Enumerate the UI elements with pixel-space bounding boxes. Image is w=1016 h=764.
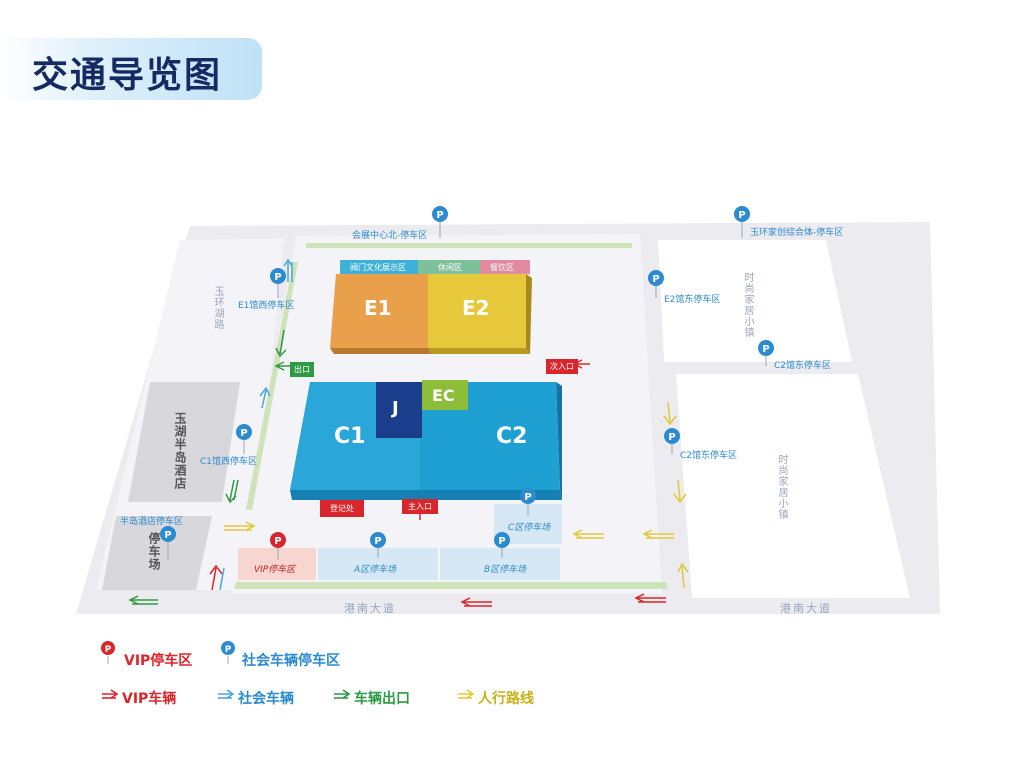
legend-public-vehicle-label: 社会车辆 (238, 691, 294, 707)
parking-e2-east-label: E2馆东停车区 (664, 295, 721, 305)
pin-c-zone: P (520, 488, 536, 516)
svg-text:P: P (738, 210, 745, 221)
svg-text:P: P (762, 344, 769, 355)
svg-text:P: P (498, 536, 505, 547)
legend-public-pin: P (221, 641, 235, 664)
svg-text:P: P (240, 428, 247, 439)
hotel-plot (128, 382, 240, 502)
vip-vehicle-arrows (415, 359, 666, 607)
parking-hotel-label: 半岛酒店停车区 (120, 517, 184, 527)
culture-strip (340, 260, 418, 274)
svg-text:P: P (668, 432, 675, 443)
green-strip-west (246, 262, 298, 510)
fashion-town-south-label: 时尚家居小镇 (776, 454, 787, 520)
b-lot (440, 548, 560, 580)
legend-public-arrow (218, 689, 235, 699)
hall-e1-label: E1 (364, 296, 392, 320)
page-title: 交通导览图 (32, 55, 223, 96)
pin-e1-west: P (270, 268, 286, 298)
e2-block (428, 274, 526, 348)
hall-e2-label: E2 (462, 296, 490, 320)
hotel-parking-lot-label: 停车场 (147, 532, 161, 571)
pin-c1-west: P (236, 424, 252, 454)
parking-e1-west-label: E1馆西停车区 (238, 301, 295, 311)
svg-text:P: P (274, 272, 281, 283)
plot-southeast (676, 374, 910, 598)
parking-b-zone-label: B区停车场 (484, 565, 527, 575)
parking-c1-west-label: C1馆西停车区 (200, 457, 258, 467)
parking-vip-label: VIP停车区 (254, 565, 296, 575)
e2-side (428, 348, 530, 354)
pin-hotel: P (160, 526, 176, 560)
ec-block (422, 380, 468, 410)
rest-zone-label: 休闲区 (438, 263, 462, 272)
title-banner (0, 38, 262, 100)
hall-c1-label: C1 (334, 424, 366, 449)
legend-vehicle-exit-label: 车辆出口 (354, 691, 410, 707)
dining-zone-label: 餐饮区 (490, 263, 514, 272)
hall-c2-label: C2 (496, 424, 528, 449)
svg-text:P: P (524, 492, 531, 503)
pin-north: P (432, 206, 448, 238)
legend-pedestrian-arrow (458, 689, 475, 699)
dining-strip (480, 260, 530, 274)
svg-text:P: P (436, 210, 443, 221)
legend-public-parking-label: 社会车辆停车区 (242, 653, 340, 669)
parking-a-zone-label: A区停车场 (354, 565, 397, 575)
svg-text:P: P (274, 536, 281, 547)
svg-text:P: P (164, 530, 171, 541)
hall-j-label: J (392, 398, 399, 419)
exit-arrows (128, 329, 290, 605)
c-block-right (556, 382, 562, 500)
e1-side (330, 348, 432, 354)
pin-b-zone: P (494, 532, 510, 558)
legend-pedestrian-label: 人行路线 (478, 691, 534, 707)
parking-c-zone-label: C区停车场 (508, 523, 551, 533)
plot-northeast (658, 240, 852, 362)
pin-c2-east: P (664, 428, 680, 454)
second-entrance-tag: 次入口 (546, 359, 578, 374)
hall-ec-label: EC (432, 386, 455, 405)
j-block (376, 382, 422, 438)
pin-a-zone: P (370, 532, 386, 558)
svg-text:P: P (225, 645, 232, 655)
pin-e2-east: P (648, 270, 664, 298)
parking-yuhuan-label: 玉环家创综合体-停车区 (750, 228, 844, 238)
e1-block (330, 274, 428, 348)
main-entrance-tag: 主入口 (402, 499, 438, 514)
pedestrian-arrows (224, 401, 689, 589)
fashion-town-north-label: 时尚家居小镇 (742, 272, 753, 338)
vip-lot (238, 548, 316, 580)
hotel-parking-plot (102, 516, 212, 590)
e-right-side (526, 274, 532, 354)
green-strip-north (306, 243, 632, 248)
legend-vip-arrow (102, 689, 119, 699)
pin-vip: P (270, 532, 286, 560)
svg-text:P: P (105, 645, 112, 655)
svg-text:P: P (374, 536, 381, 547)
parking-c2-east-north-label: C2馆东停车区 (774, 361, 832, 371)
legend-vip-pin: P (101, 641, 115, 664)
hotel-label: 玉湖半岛酒店 (173, 412, 187, 490)
green-strip-south (234, 582, 668, 589)
gangnan-road-west-label: 港南大道 (344, 602, 396, 615)
gangnan-road-east-label: 港南大道 (780, 602, 832, 615)
svg-text:P: P (652, 274, 659, 285)
exit-tag: 出口 (290, 362, 314, 377)
pin-yuhuan: P (734, 206, 750, 238)
legend-exit-arrow (334, 689, 351, 699)
parking-north-label: 会展中心北-停车区 (352, 231, 428, 241)
register-tag: 登记处 (320, 500, 364, 517)
yuhu-road-label: 玉环湖路 (212, 286, 223, 330)
legend-vip-vehicle-label: VIP车辆 (122, 691, 177, 707)
rest-strip (418, 260, 480, 274)
legend-vip-parking-label: VIP停车区 (124, 653, 193, 669)
parking-c2-east-label: C2馆东停车区 (680, 451, 738, 461)
pin-c2-east-north: P (758, 340, 774, 366)
c-block-side (290, 490, 562, 500)
public-vehicle-arrows (209, 258, 293, 591)
culture-zone-label: 阀门文化展示区 (350, 263, 406, 272)
